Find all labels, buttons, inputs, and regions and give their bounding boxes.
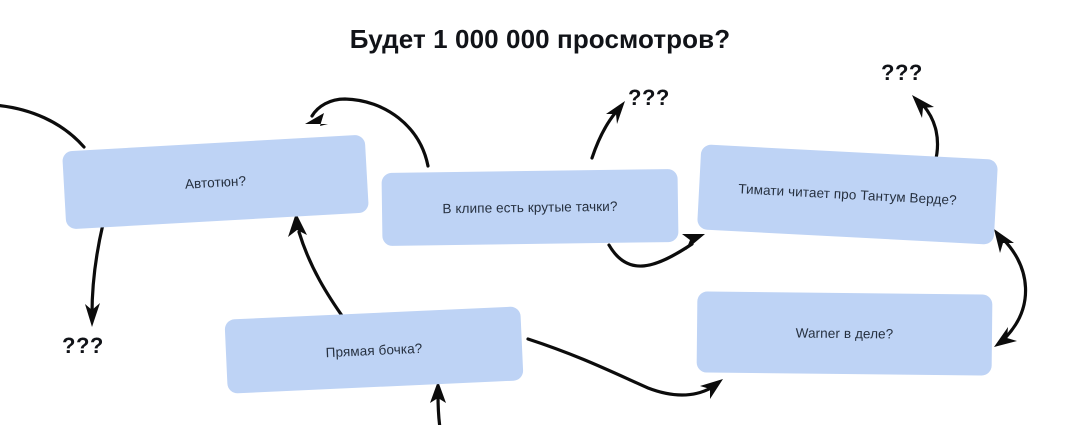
arrowhead-cars-to-autotune bbox=[305, 113, 328, 126]
arrowhead-barrel-to-warner bbox=[700, 379, 723, 399]
node-cars-label: В клипе есть крутые тачки? bbox=[442, 198, 618, 217]
annotation-qmark-right: ??? bbox=[881, 60, 923, 85]
node-autotune[interactable]: Автотюн? bbox=[62, 134, 369, 230]
arrowhead-autotune-to-qmark-left bbox=[85, 303, 100, 327]
node-autotune-label: Автотюн? bbox=[184, 172, 247, 192]
annotation-qmark-mid: ??? bbox=[628, 85, 670, 110]
page-title: Будет 1 000 000 просмотров? bbox=[349, 24, 731, 54]
annotation-qmark-left: ??? bbox=[62, 333, 104, 358]
node-barrel-label: Прямая бочка? bbox=[325, 340, 423, 360]
node-cars[interactable]: В клипе есть крутые тачки? bbox=[381, 168, 679, 247]
connector-cars-to-qmark-mid bbox=[590, 110, 618, 160]
arrowhead-timati-warner-down bbox=[994, 327, 1017, 347]
arrowhead-timati-warner-up bbox=[994, 229, 1014, 253]
node-timati[interactable]: Тимати читает про Тантум Верде? bbox=[696, 144, 999, 245]
connector-timati-to-qmark-right bbox=[921, 103, 940, 165]
connector-cars-to-timati bbox=[607, 242, 694, 268]
connector-barrel-to-autotune bbox=[297, 230, 347, 322]
node-warner[interactable]: Warner в деле? bbox=[696, 291, 993, 376]
connector-barrel-to-warner bbox=[526, 337, 713, 397]
connector-timati-warner-double bbox=[1001, 237, 1028, 339]
connector-offscreen-left-to-autotune bbox=[0, 104, 86, 149]
connector-autotune-to-qmark-left bbox=[90, 222, 105, 316]
node-warner-label: Warner в деле? bbox=[795, 325, 894, 342]
node-barrel[interactable]: Прямая бочка? bbox=[224, 306, 524, 394]
arrowhead-cars-to-timati bbox=[682, 234, 705, 250]
arrowhead-timati-to-qmark-right bbox=[912, 95, 934, 118]
connector-offscreen-bottom-to-barrel bbox=[436, 392, 442, 425]
node-timati-label: Тимати читает про Тантум Верде? bbox=[737, 181, 958, 208]
arrowhead-cars-to-qmark-mid bbox=[606, 101, 625, 124]
